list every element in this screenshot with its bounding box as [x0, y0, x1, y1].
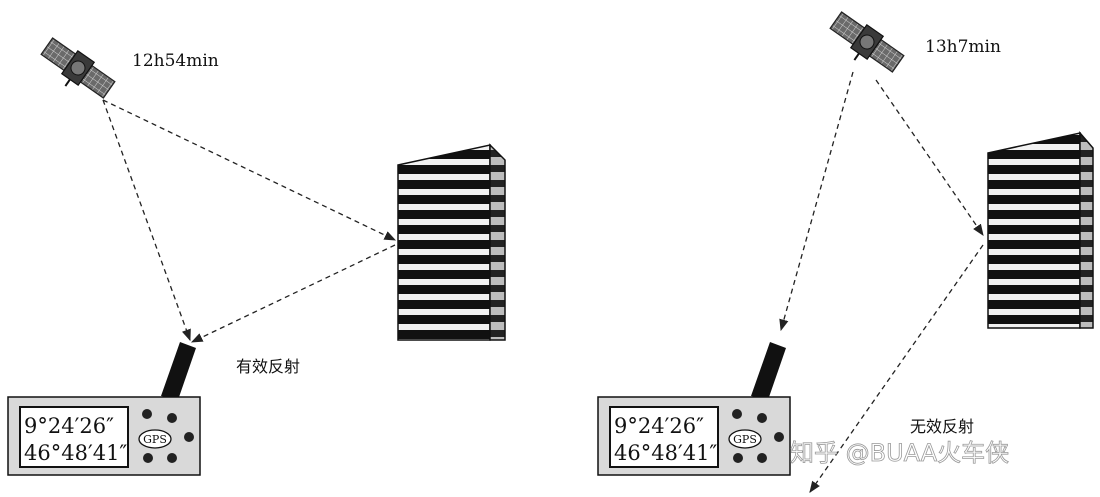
- invalid-reflection-label: 无效反射: [910, 417, 974, 436]
- left-scene: 12h54min 有效反射 9°24′26″ 46°48′41″: [7, 37, 506, 476]
- receiver-screen: [19, 406, 129, 468]
- reflected-signal-ray: [190, 244, 396, 343]
- satellite-icon: [829, 11, 905, 73]
- coordinate-line-1: 9°24′26″: [614, 414, 704, 438]
- building-icon: [397, 143, 506, 341]
- watermark: 知乎 @BUAA火车侠: [790, 439, 1009, 467]
- satellite-icon: [40, 37, 116, 99]
- receiver-buttons: [142, 409, 194, 463]
- right-scene: 13h7min 无效反射 9°24′26″ 46°48′41″ GPS: [597, 11, 1094, 493]
- direct-signal-ray: [102, 99, 191, 342]
- coordinate-line-1: 9°24′26″: [24, 414, 114, 438]
- gps-receiver: 9°24′26″ 46°48′41″ GPS: [597, 342, 791, 476]
- gps-badge: [138, 429, 172, 449]
- satellite-time-label: 12h54min: [132, 51, 219, 71]
- antenna-icon: [161, 342, 196, 400]
- direct-signal-ray: [779, 71, 854, 332]
- incident-signal-ray: [875, 79, 984, 236]
- gps-badge-label: GPS: [143, 433, 167, 446]
- building-icon: [987, 130, 1094, 329]
- satellite-time-label: 13h7min: [925, 37, 1001, 57]
- coordinate-line-2: 46°48′41″: [614, 441, 717, 465]
- gps-badge: [728, 429, 762, 449]
- gps-badge-label: GPS: [733, 433, 757, 446]
- antenna-icon: [751, 342, 786, 400]
- receiver-buttons: [732, 409, 784, 463]
- valid-reflection-label: 有效反射: [236, 357, 300, 376]
- receiver-screen: [609, 406, 719, 468]
- gps-receiver: 9°24′26″ 46°48′41″ GPS: [7, 342, 201, 476]
- coordinate-line-2: 46°48′41″: [24, 441, 127, 465]
